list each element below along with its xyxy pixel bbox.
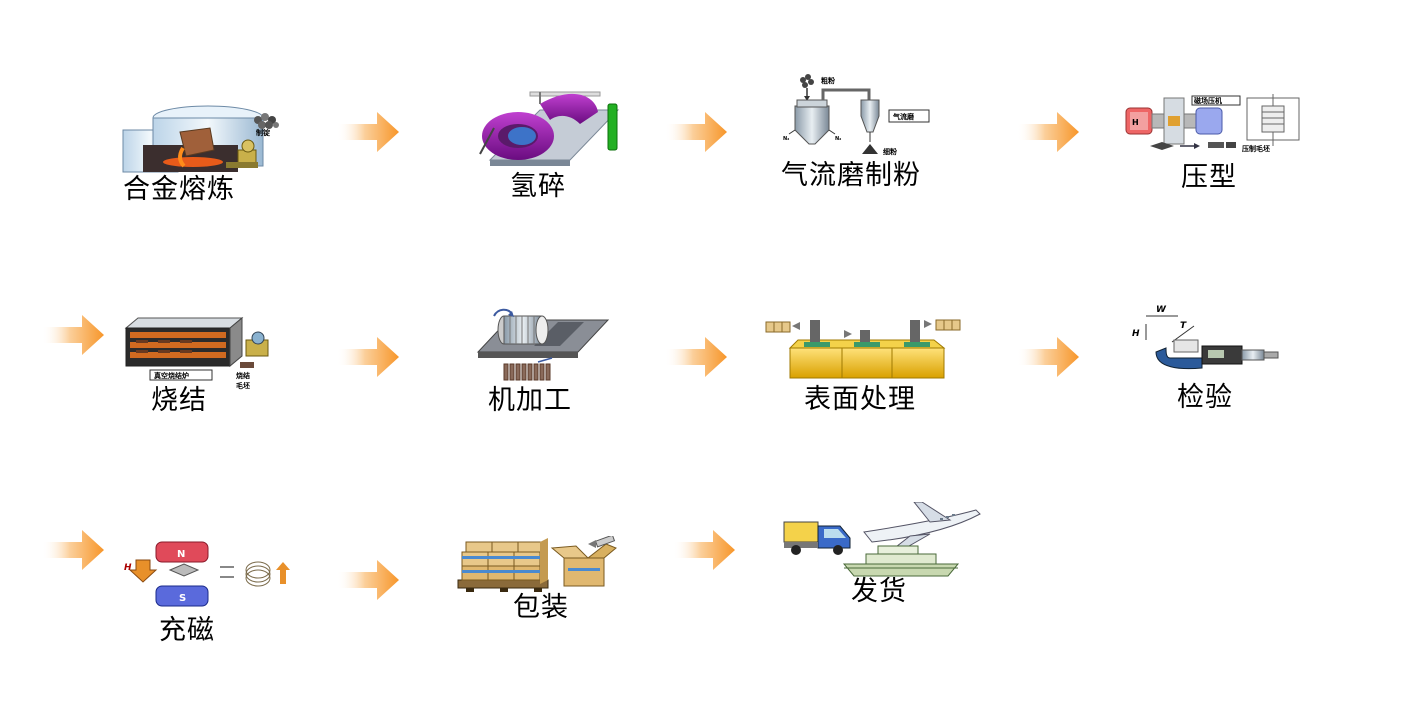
pressed-blank-caption: 压制毛坯 [1242,144,1270,153]
step-label-machining: 机加工 [488,385,572,416]
step-label-packaging: 包装 [513,592,569,623]
width-caption: W [1156,305,1167,315]
shipping-icon [783,502,981,577]
sintered-blank-caption: 毛坯 [236,381,250,390]
thickness-caption: T [1180,321,1187,331]
step-label-jet-milling: 气流磨制粉 [781,160,921,191]
field-caption: H [124,563,132,573]
svg-text:H: H [1132,118,1139,127]
jet-mill-icon: 粗粉 N₂ N₂ 气流磨 细粉 [783,74,930,156]
magnetizer-icon: N S H [124,541,290,607]
svg-text:N₂: N₂ [835,136,841,142]
hydrogen-decrepitation-icon [479,91,620,166]
sintered-caption: 烧结 [236,371,250,380]
step-label-pressing: 压型 [1181,162,1237,193]
step-label-alloy-melting: 合金熔炼 [123,174,235,205]
packaging-icon [457,536,617,592]
flow-arrow [42,530,104,570]
flow-arrow [673,530,735,570]
height-caption: H [1132,329,1140,339]
machining-icon [476,308,610,381]
step-label-hydrogen-decrepitation: 氢碎 [510,171,566,202]
step-label-sintering: 烧结 [151,385,207,416]
surface-treatment-icon [765,319,961,379]
step-label-shipping: 发货 [851,576,907,607]
svg-text:N₂: N₂ [783,136,789,142]
flow-arrow [1017,337,1079,377]
coarse-powder-caption: 粗粉 [821,76,835,85]
flow-arrow [42,315,104,355]
step-label-magnetizing: 充磁 [159,615,215,646]
flow-arrow [665,112,727,152]
north-pole-caption: N [177,549,185,560]
vacuum-furnace-caption: 真空烧结炉 [154,371,189,380]
step-label-inspection: 检验 [1177,382,1233,413]
ingot-caption: 制锭 [256,128,271,137]
magnetic-press-caption: 磁场压机 [1194,96,1222,105]
fine-powder-caption: 细粉 [883,147,897,156]
flow-arrow [1017,112,1079,152]
press-icon: H 磁场压机 压制毛坯 [1125,94,1300,153]
jet-mill-caption: 气流磨 [892,112,914,121]
step-label-surface-treatment: 表面处理 [804,384,916,415]
south-pole-caption: S [179,593,186,604]
micrometer-icon: W T H [1132,305,1279,370]
flow-arrow [337,560,399,600]
vacuum-sintering-furnace-icon: 真空烧结炉 烧结 毛坯 [124,316,269,390]
flow-arrow [665,337,727,377]
flow-arrow [337,337,399,377]
flow-arrow [337,112,399,152]
alloy-melting-furnace-icon: 制锭 [122,105,279,173]
